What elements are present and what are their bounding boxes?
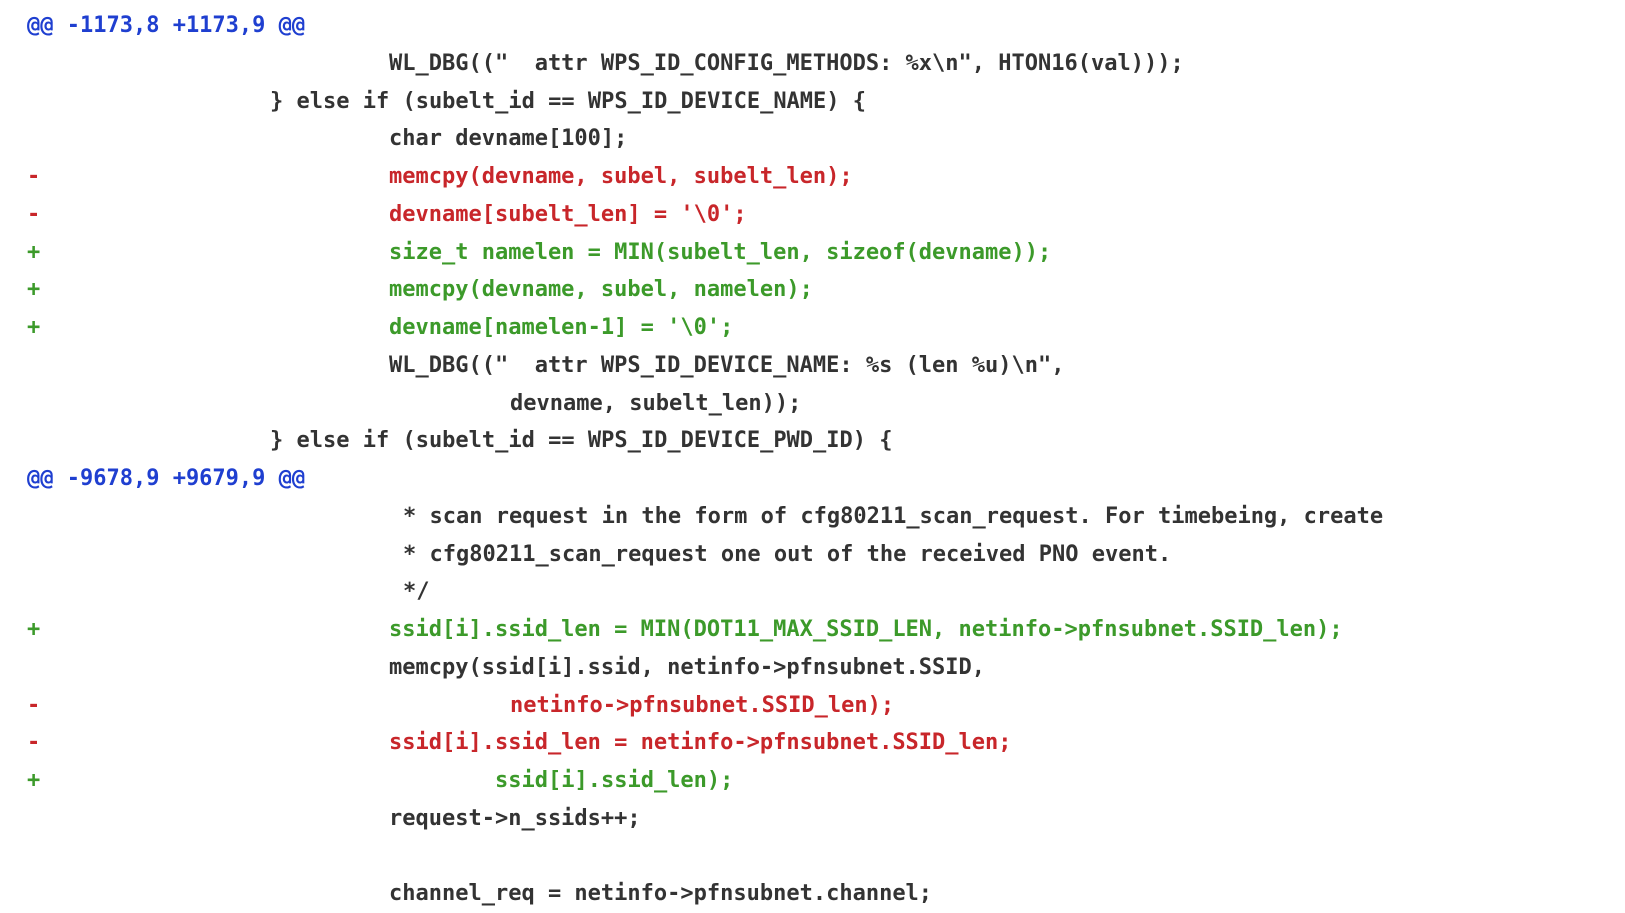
removed-line: - devname[subelt_len] = '\0'; bbox=[0, 196, 1625, 234]
code-text: channel_req = netinfo->pfnsubnet.channel… bbox=[389, 881, 933, 907]
diff-view: @@ -1173,8 +1173,9 @@ WL_DBG((" attr WPS… bbox=[0, 7, 1625, 913]
context-line: request->n_ssids++; bbox=[0, 800, 1625, 838]
removed-line: - memcpy(devname, subel, subelt_len); bbox=[0, 158, 1625, 196]
code-text: netinfo->pfnsubnet.SSID_len); bbox=[510, 692, 895, 718]
removed-marker: - bbox=[27, 201, 41, 227]
code-text: char devname[100]; bbox=[389, 126, 628, 152]
code-text: */ bbox=[403, 579, 430, 605]
code-text: request->n_ssids++; bbox=[389, 805, 641, 831]
removed-marker: - bbox=[27, 164, 41, 189]
added-marker: + bbox=[27, 315, 41, 340]
code-text: * cfg80211_scan_request one out of the r… bbox=[403, 541, 1172, 567]
code-text: } else if (subelt_id == WPS_ID_DEVICE_PW… bbox=[270, 428, 893, 454]
hunk-header: @@ -1173,8 +1173,9 @@ bbox=[0, 7, 1625, 45]
code-text: * scan request in the form of cfg80211_s… bbox=[403, 503, 1384, 529]
added-marker: + bbox=[27, 239, 41, 265]
added-line: + ssid[i].ssid_len = MIN(DOT11_MAX_SSID_L… bbox=[0, 611, 1625, 649]
code-text: WL_DBG((" attr WPS_ID_CONFIG_METHODS: %x… bbox=[389, 50, 1184, 76]
code-text: devname[namelen-1] = '\0'; bbox=[389, 315, 734, 340]
context-line: channel_req = netinfo->pfnsubnet.channel… bbox=[0, 875, 1625, 913]
context-line: */ bbox=[0, 573, 1625, 611]
removed-marker: - bbox=[27, 730, 41, 756]
code-text: } else if (subelt_id == WPS_ID_DEVICE_NA… bbox=[270, 88, 867, 114]
code-text: memcpy(ssid[i].ssid, netinfo->pfnsubnet.… bbox=[389, 654, 986, 680]
code-text: ssid[i].ssid_len = netinfo->pfnsubnet.SS… bbox=[389, 730, 1012, 756]
blank-line bbox=[0, 838, 1625, 876]
hunk-header-text: @@ -9678,9 +9679,9 @@ bbox=[27, 466, 306, 491]
code-text: memcpy(devname, subel, namelen); bbox=[389, 277, 813, 303]
code-text: ssid[i].ssid_len = MIN(DOT11_MAX_SSID_LE… bbox=[389, 617, 1343, 642]
added-line: + size_t namelen = MIN(subelt_len, sizeof… bbox=[0, 234, 1625, 272]
context-line: char devname[100]; bbox=[0, 120, 1625, 158]
code-text: ssid[i].ssid_len); bbox=[495, 768, 734, 793]
context-line: devname, subelt_len)); bbox=[0, 385, 1625, 423]
context-line: * scan request in the form of cfg80211_s… bbox=[0, 498, 1625, 536]
code-text: memcpy(devname, subel, subelt_len); bbox=[389, 164, 853, 189]
context-line: memcpy(ssid[i].ssid, netinfo->pfnsubnet.… bbox=[0, 649, 1625, 687]
hunk-header-text: @@ -1173,8 +1173,9 @@ bbox=[27, 13, 306, 38]
added-marker: + bbox=[27, 768, 41, 793]
context-line: WL_DBG((" attr WPS_ID_CONFIG_METHODS: %x… bbox=[0, 45, 1625, 83]
removed-line: - netinfo->pfnsubnet.SSID_len); bbox=[0, 687, 1625, 725]
code-text: WL_DBG((" attr WPS_ID_DEVICE_NAME: %s (l… bbox=[389, 352, 1065, 378]
added-line: + memcpy(devname, subel, namelen); bbox=[0, 271, 1625, 309]
added-marker: + bbox=[27, 617, 41, 642]
context-line: } else if (subelt_id == WPS_ID_DEVICE_PW… bbox=[0, 422, 1625, 460]
removed-line: - ssid[i].ssid_len = netinfo->pfnsubnet.S… bbox=[0, 724, 1625, 762]
context-line: } else if (subelt_id == WPS_ID_DEVICE_NA… bbox=[0, 83, 1625, 121]
added-line: + devname[namelen-1] = '\0'; bbox=[0, 309, 1625, 347]
context-line: WL_DBG((" attr WPS_ID_DEVICE_NAME: %s (l… bbox=[0, 347, 1625, 385]
removed-marker: - bbox=[27, 692, 41, 718]
added-line: + ssid[i].ssid_len); bbox=[0, 762, 1625, 800]
context-line: * cfg80211_scan_request one out of the r… bbox=[0, 536, 1625, 574]
added-marker: + bbox=[27, 277, 41, 303]
code-text: devname[subelt_len] = '\0'; bbox=[389, 201, 747, 227]
code-text: size_t namelen = MIN(subelt_len, sizeof(… bbox=[389, 239, 1052, 265]
hunk-header: @@ -9678,9 +9679,9 @@ bbox=[0, 460, 1625, 498]
code-text: devname, subelt_len)); bbox=[510, 390, 802, 416]
